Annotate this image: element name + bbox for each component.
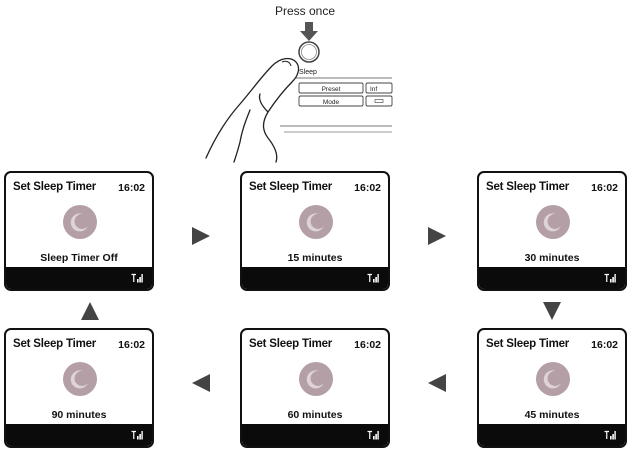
svg-text:Mode: Mode — [323, 99, 340, 106]
screen-clock: 16:02 — [591, 339, 618, 351]
timer-status-label: 60 minutes — [287, 409, 343, 421]
timer-status-label: 45 minutes — [524, 409, 580, 421]
moon-icon — [299, 205, 333, 239]
signal-strength-icon — [131, 430, 143, 440]
signal-strength-icon — [367, 430, 379, 440]
screen-title: Set Sleep Timer — [249, 338, 333, 350]
arrow-left-icon — [428, 374, 446, 392]
screen-title: Set Sleep Timer — [486, 181, 570, 193]
press-once-caption: Press once — [275, 4, 336, 18]
moon-icon — [63, 205, 97, 239]
signal-strength-icon — [131, 273, 143, 283]
signal-strength-icon — [367, 273, 379, 283]
screen-60-minutes: Set Sleep Timer 16:02 60 minutes — [240, 328, 390, 448]
screen-clock: 16:02 — [118, 339, 145, 351]
screen-45-minutes: Set Sleep Timer 16:02 45 minutes — [477, 328, 627, 448]
screen-30-minutes: Set Sleep Timer 16:02 30 minutes — [477, 171, 627, 291]
status-bar — [479, 424, 625, 446]
screen-clock: 16:02 — [354, 339, 381, 351]
device-illustration: Sleep Preset Inf Mode — [205, 22, 393, 163]
screen-90-minutes: Set Sleep Timer 16:02 90 minutes — [4, 328, 154, 448]
mode-button — [298, 95, 364, 107]
sleep-button-caption: Sleep — [299, 69, 317, 76]
status-bar — [242, 424, 388, 446]
screen-clock: 16:02 — [118, 182, 145, 194]
status-bar — [242, 267, 388, 289]
moon-icon — [63, 362, 97, 396]
screen-clock: 16:02 — [591, 182, 618, 194]
screen-title: Set Sleep Timer — [486, 338, 570, 350]
screen-title: Set Sleep Timer — [249, 181, 333, 193]
press-arrow-icon — [300, 22, 318, 41]
finger-illustration — [205, 57, 300, 163]
timer-status-label: Sleep Timer Off — [40, 252, 118, 264]
moon-icon — [536, 205, 570, 239]
arrow-up-icon — [81, 302, 99, 320]
timer-status-label: 30 minutes — [524, 252, 580, 264]
arrow-right-icon — [192, 227, 210, 245]
signal-strength-icon — [604, 430, 616, 440]
status-bar — [479, 267, 625, 289]
arrow-down-icon — [543, 302, 561, 320]
screen-clock: 16:02 — [354, 182, 381, 194]
arrow-right-icon — [428, 227, 446, 245]
preset-button — [298, 82, 364, 94]
info-button — [365, 82, 393, 94]
timer-status-label: 15 minutes — [287, 252, 343, 264]
screen-15-minutes: Set Sleep Timer 16:02 15 minutes — [240, 171, 390, 291]
sleep-button — [298, 41, 320, 63]
screen-title: Set Sleep Timer — [13, 338, 97, 350]
timer-status-label: 90 minutes — [51, 409, 107, 421]
screen-sleep-timer-off: Set Sleep Timer 16:02 Sleep Timer Off — [4, 171, 154, 291]
moon-icon — [536, 362, 570, 396]
status-bar — [6, 267, 152, 289]
svg-text:Inf: Inf — [370, 86, 377, 93]
status-bar — [6, 424, 152, 446]
moon-icon — [299, 362, 333, 396]
svg-text:Preset: Preset — [322, 86, 341, 93]
arrow-left-icon — [192, 374, 210, 392]
screen-title: Set Sleep Timer — [13, 181, 97, 193]
signal-strength-icon — [604, 273, 616, 283]
